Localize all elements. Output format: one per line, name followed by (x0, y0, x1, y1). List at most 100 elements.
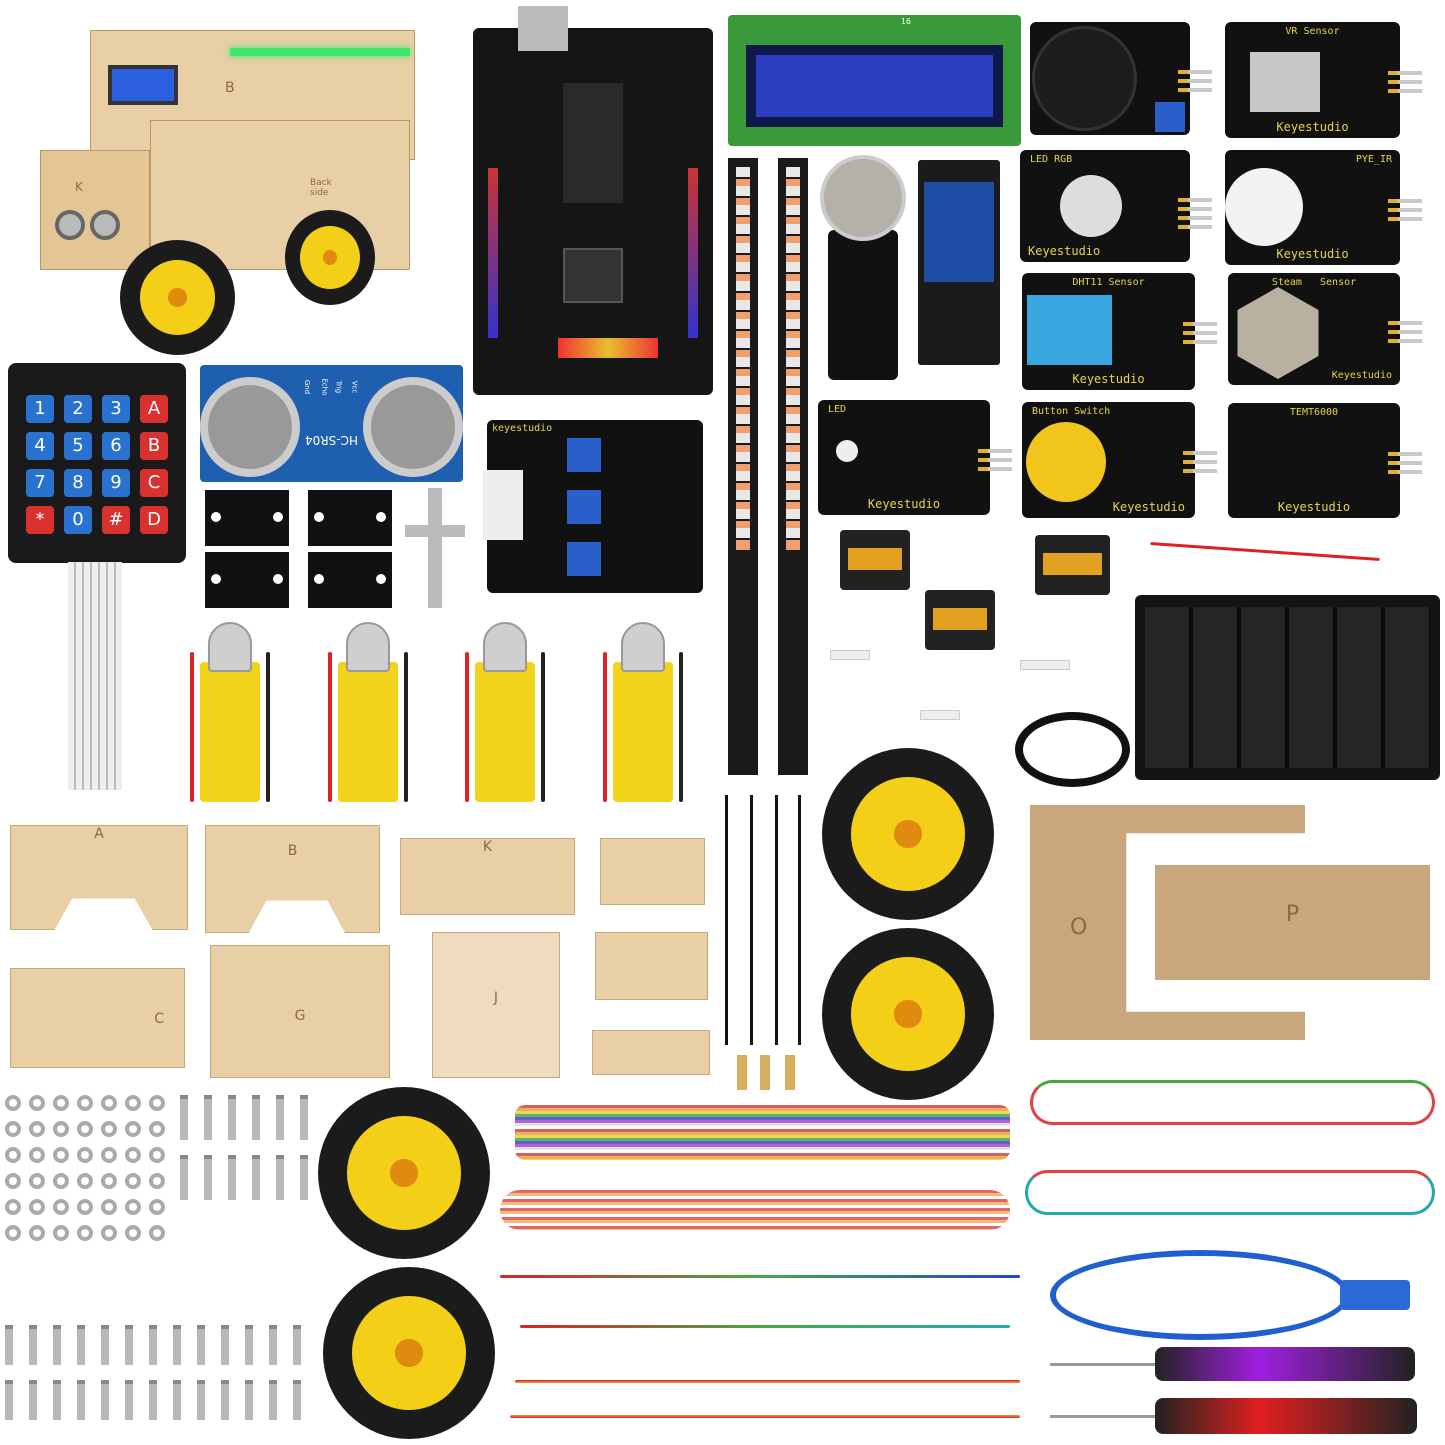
screw (101, 1380, 109, 1420)
screw (149, 1380, 157, 1420)
keypad-key[interactable]: 2 (64, 395, 92, 423)
part-label: B (287, 843, 298, 859)
nut (149, 1225, 165, 1241)
nut (149, 1147, 165, 1163)
jumper-cable (515, 1380, 1020, 1383)
car-back-side-label: Back side (310, 178, 332, 198)
servo-motor (1035, 535, 1110, 595)
module-brand: Keyestudio (1112, 500, 1185, 514)
button-switch-module: Button Switch Keyestudio (1022, 402, 1217, 518)
screw (204, 1095, 212, 1140)
nut (29, 1147, 45, 1163)
nut (101, 1147, 117, 1163)
keypad-key[interactable]: 5 (64, 432, 92, 460)
keypad-key[interactable]: * (26, 506, 54, 534)
wood-panel-k: K (400, 838, 575, 915)
wheel (323, 1267, 495, 1439)
keypad-key[interactable]: 0 (64, 506, 92, 534)
screw (29, 1325, 37, 1365)
module-brand: Keyestudio (1276, 120, 1349, 134)
nut (149, 1173, 165, 1189)
screwdriver-red-handle (1155, 1398, 1417, 1434)
screw (125, 1325, 133, 1365)
nut (53, 1095, 69, 1111)
wood-panel-b: B (205, 825, 380, 933)
keypad-key[interactable]: # (102, 506, 130, 534)
nut (29, 1225, 45, 1241)
acrylic-label-p: P (1285, 902, 1300, 927)
brass-standoff (760, 1055, 770, 1090)
coiled-wire (1015, 712, 1130, 787)
screw (125, 1380, 133, 1420)
nut (101, 1095, 117, 1111)
led-strip (778, 158, 808, 775)
module-title: LED RGB (1030, 154, 1073, 165)
jumper-cable (500, 1275, 1020, 1278)
dupont-cable-bundle (1025, 1170, 1435, 1215)
vr-sensor-module: VR Sensor Keyestudio (1225, 22, 1422, 138)
keypad-key[interactable]: C (140, 469, 168, 497)
nut (53, 1173, 69, 1189)
module-brand: Keyestudio (1331, 370, 1392, 381)
module-title: Button Switch (1032, 406, 1111, 417)
cable-tie (725, 795, 728, 1045)
keypad-key[interactable]: 1 (26, 395, 54, 423)
screw (53, 1380, 61, 1420)
line-tracking-module: keyestudio (483, 420, 703, 593)
nut (53, 1225, 69, 1241)
part-label: K (482, 839, 493, 855)
nut (77, 1147, 93, 1163)
nut (149, 1199, 165, 1215)
screw (252, 1095, 260, 1140)
led-module: LED Keyestudio (818, 400, 1012, 515)
wood-panel-c: C (10, 968, 185, 1068)
nut (53, 1199, 69, 1215)
nut (5, 1199, 21, 1215)
screw (228, 1155, 236, 1200)
tracker-brand: keyestudio (492, 423, 553, 434)
pin-label: Gnd (303, 379, 312, 395)
module-brand: Keyestudio (1276, 247, 1349, 261)
pin-label: Trig (334, 380, 343, 394)
gear-motor (465, 622, 545, 802)
screw (269, 1380, 277, 1420)
screw (293, 1380, 301, 1420)
keypad-key[interactable]: D (140, 506, 168, 534)
mounting-pad (205, 490, 289, 546)
screw (300, 1095, 308, 1140)
nut (77, 1173, 93, 1189)
keypad-key[interactable]: 6 (102, 432, 130, 460)
nut (29, 1199, 45, 1215)
gear-motor (328, 622, 408, 802)
gas-sensor-module (820, 155, 906, 380)
wheel (318, 1087, 490, 1259)
acrylic-label-o: O (1070, 915, 1088, 940)
mounting-pad (308, 552, 392, 608)
lcd-pin-label: 16 (900, 17, 911, 26)
screw (173, 1325, 181, 1365)
nut (77, 1121, 93, 1137)
keypad-key[interactable]: 8 (64, 469, 92, 497)
nut (53, 1121, 69, 1137)
jumper-cable (500, 1190, 1010, 1230)
controller-board (473, 6, 713, 395)
keypad-key[interactable]: A (140, 395, 168, 423)
nut (29, 1121, 45, 1137)
screw (77, 1325, 85, 1365)
module-title: PYE_IR (1355, 154, 1392, 165)
module-brand: Keyestudio (1072, 372, 1145, 386)
nut (101, 1199, 117, 1215)
keypad-key[interactable]: 4 (26, 432, 54, 460)
part-label: A (94, 826, 104, 842)
lcd-1602: 16 (728, 15, 1021, 146)
jumper-cable (510, 1415, 1020, 1418)
keypad-key[interactable]: 7 (26, 469, 54, 497)
nut (5, 1225, 21, 1241)
keypad-key[interactable]: B (140, 432, 168, 460)
keypad-key[interactable]: 9 (102, 469, 130, 497)
part-label: C (154, 1011, 164, 1027)
nut (77, 1199, 93, 1215)
keypad-key[interactable]: 3 (102, 395, 130, 423)
nut (125, 1173, 141, 1189)
nut (5, 1147, 21, 1163)
